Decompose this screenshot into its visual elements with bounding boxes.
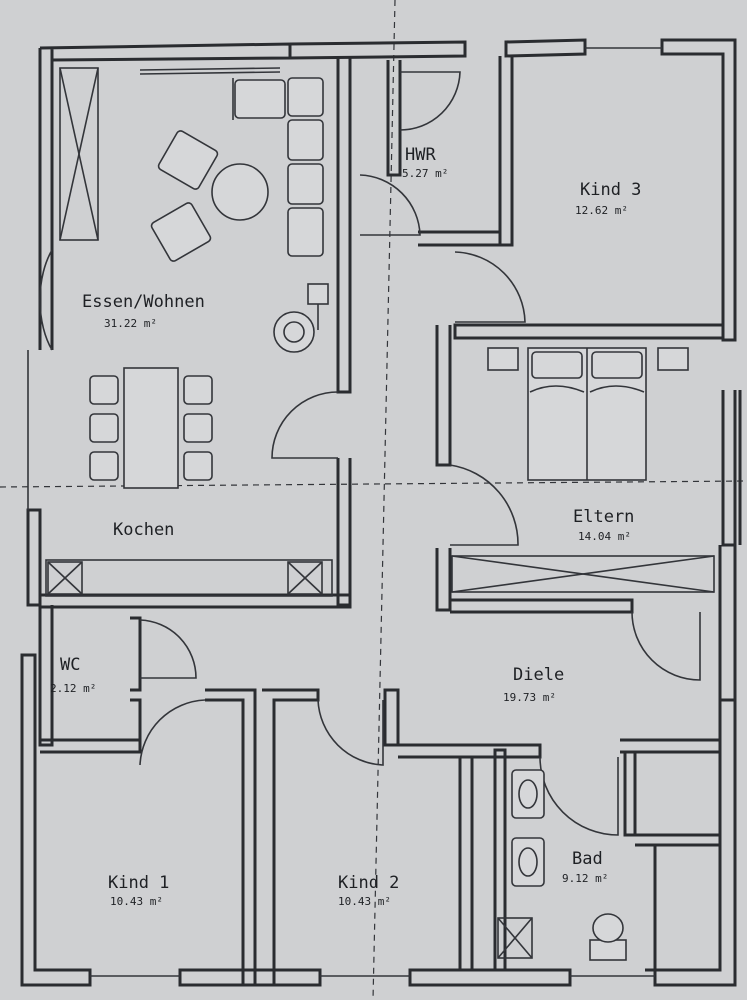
room-name-eltern: Eltern — [573, 507, 634, 527]
room-name-bad: Bad — [572, 849, 603, 869]
interior-walls — [38, 56, 725, 987]
room-name-kind2: Kind 2 — [338, 873, 399, 893]
room-area-eltern: 14.04 m² — [578, 530, 631, 543]
room-name-wc: WC — [60, 655, 80, 675]
armchairs — [150, 130, 269, 262]
room-area-essen-wohnen: 31.22 m² — [104, 317, 157, 330]
room-area-wc: 2.12 m² — [50, 682, 96, 695]
double-bed — [487, 347, 689, 481]
desk-chair — [273, 283, 329, 353]
room-area-kind1: 10.43 m² — [110, 895, 163, 908]
room-area-kind3: 12.62 m² — [575, 204, 628, 217]
doors — [39, 71, 701, 836]
kitchen-counter — [45, 559, 333, 597]
bath-fixtures — [497, 769, 627, 961]
windows — [59, 67, 281, 241]
dining-table — [89, 367, 213, 489]
wardrobe — [451, 555, 715, 593]
room-name-kochen: Kochen — [113, 520, 174, 540]
room-name-hwr: HWR — [405, 145, 436, 165]
room-area-bad: 9.12 m² — [562, 872, 608, 885]
room-name-kind3: Kind 3 — [580, 180, 641, 200]
room-area-hwr: 5.27 m² — [402, 167, 448, 180]
room-area-kind2: 10.43 m² — [338, 895, 391, 908]
room-name-kind1: Kind 1 — [108, 873, 169, 893]
room-labels: Essen/Wohnen 31.22 m² Kochen HWR 5.27 m²… — [50, 145, 641, 908]
room-name-essen-wohnen: Essen/Wohnen — [82, 292, 205, 312]
room-name-diele: Diele — [513, 665, 564, 685]
sofa — [232, 77, 324, 257]
exterior-walls — [20, 38, 742, 987]
room-area-diele: 19.73 m² — [503, 691, 556, 704]
